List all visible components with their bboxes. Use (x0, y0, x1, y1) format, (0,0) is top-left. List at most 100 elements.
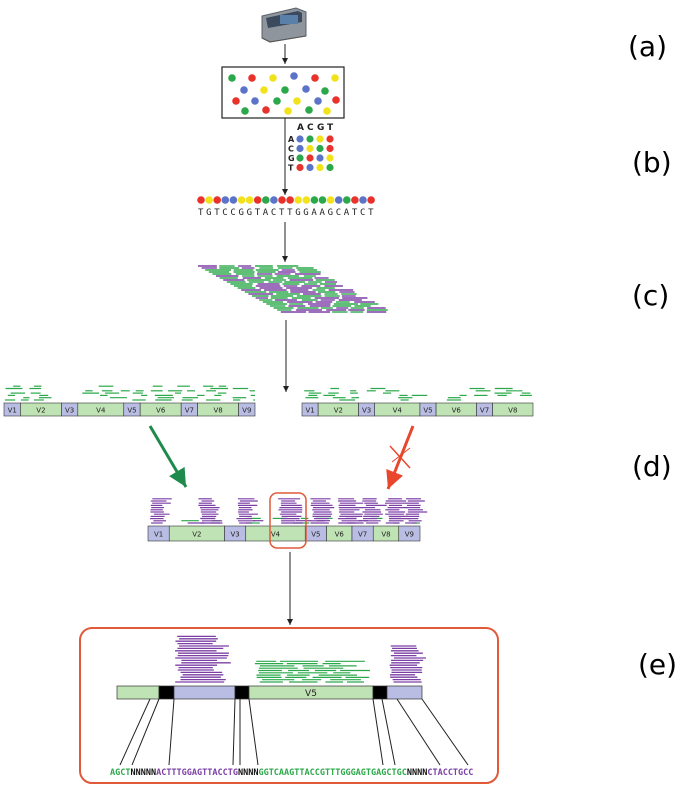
sequence-letter: T (368, 208, 374, 218)
segment-label: V7 (358, 531, 367, 539)
v5-highlight-box (269, 492, 307, 549)
green-accepted-arrow (148, 425, 188, 488)
junction-link-line (119, 698, 151, 766)
sequence-part: NNNN (238, 768, 258, 778)
grid-header-label: A (297, 123, 304, 133)
sequence-letter: T (352, 208, 358, 218)
sequence-dot (229, 196, 238, 204)
flowcell-dot (228, 74, 236, 82)
sequence-letter: G (295, 208, 300, 218)
sequence-letter: G (303, 208, 308, 218)
label-c: (c) (632, 279, 669, 312)
sequence-dot (367, 196, 375, 204)
sequence-dot (245, 196, 254, 204)
segment-label: V6 (452, 407, 462, 415)
segment-label: V6 (156, 407, 166, 415)
grid-header-label: C (307, 123, 314, 133)
junction-link-line (421, 698, 469, 766)
segment-label: V6 (335, 531, 345, 539)
grid-dot (326, 135, 334, 143)
grid-dot (316, 135, 324, 143)
segment-label: V8 (381, 531, 390, 539)
sequence-letter: C (336, 208, 341, 218)
segment-label: V5 (127, 407, 136, 415)
sequence-dot (286, 196, 294, 204)
sequence-letter: C (271, 208, 276, 218)
grid-dot (306, 154, 314, 162)
grid-row-label: T (288, 164, 294, 173)
junction-link-line (248, 698, 259, 766)
sequence-dot (197, 196, 205, 204)
flowcell-dot (305, 106, 313, 114)
grid-header-label: T (327, 123, 334, 133)
junction-sequence: AGCTNNNNNACTTTGGAGTTACCTGNNNNGGTCAAGTTAC… (110, 768, 473, 778)
sequence-dot (343, 196, 351, 204)
segment-label: V8 (213, 407, 222, 415)
segment-label: V1 (154, 531, 163, 539)
junction-link-line (396, 698, 441, 766)
sequence-letter: G (206, 208, 211, 218)
sequence-part: NNNN (407, 768, 427, 778)
grid-dot (316, 154, 324, 162)
zoom-gene-segment (386, 685, 423, 700)
zoom-gene-segment (234, 685, 250, 700)
sequence-letter: A (344, 208, 350, 218)
sequence-letter: T (287, 208, 293, 218)
cross-mark-icon (389, 445, 411, 469)
sequence-dot (359, 196, 367, 204)
sequence-letter: T (198, 208, 204, 218)
sequence-dot (334, 196, 343, 204)
flowcell-dot (293, 97, 301, 105)
grid-header-label: G (317, 123, 324, 133)
sequence-color-dots (197, 196, 375, 204)
sequence-letter: A (320, 208, 326, 218)
sequence-dot (351, 196, 359, 204)
gene-segment (398, 525, 421, 542)
label-a: (a) (628, 30, 667, 63)
zoom-gene-segment (116, 685, 160, 700)
flowcell-dot (240, 86, 248, 94)
segment-label: V7 (480, 407, 489, 415)
grid-dot (316, 163, 324, 172)
flowcell-dot (281, 86, 289, 94)
segment-label: V5 (423, 407, 432, 415)
grid-row-label: G (288, 154, 295, 163)
grid-dot (296, 135, 304, 143)
flowcell-dot (290, 72, 298, 80)
flowcell-dot (321, 87, 329, 95)
segment-label: V3 (362, 407, 371, 415)
flowcell-dot (232, 97, 240, 105)
zoomed-v5-region: V5 (116, 635, 469, 766)
segment-label: V7 (185, 407, 194, 415)
gene-segment (492, 402, 534, 417)
label-e: (e) (638, 648, 677, 681)
sequence-dot (270, 196, 278, 204)
flowcell-dot (332, 96, 340, 104)
segment-label: V1 (8, 407, 17, 415)
sequence-letter: A (263, 208, 269, 218)
segment-label: V9 (405, 531, 414, 539)
grid-row-label: C (288, 145, 294, 154)
sequence-letter: C (230, 208, 235, 218)
segment-label: V2 (192, 531, 201, 539)
sequence-letter: C (222, 208, 227, 218)
sequence-dot (262, 196, 270, 204)
flowcell-dot (284, 107, 292, 115)
segment-label: V1 (305, 407, 314, 415)
sequencer-machine-icon (261, 7, 307, 43)
flowcell-dot (273, 97, 281, 105)
segment-label: V8 (508, 407, 517, 415)
sequence-dot (302, 196, 311, 204)
flowcell-dots (228, 72, 340, 115)
zoom-gene-segment (158, 685, 175, 700)
segment-label: V3 (65, 407, 74, 415)
sequence-part: GGTCAAGTTACCGTTTGGGAGTGAGCTGC (258, 768, 406, 778)
flowcell-dot (323, 107, 331, 115)
junction-link-line (168, 698, 175, 766)
grid-dot (316, 144, 324, 153)
sequence-dot (310, 196, 319, 204)
flowcell-dot (314, 97, 322, 105)
